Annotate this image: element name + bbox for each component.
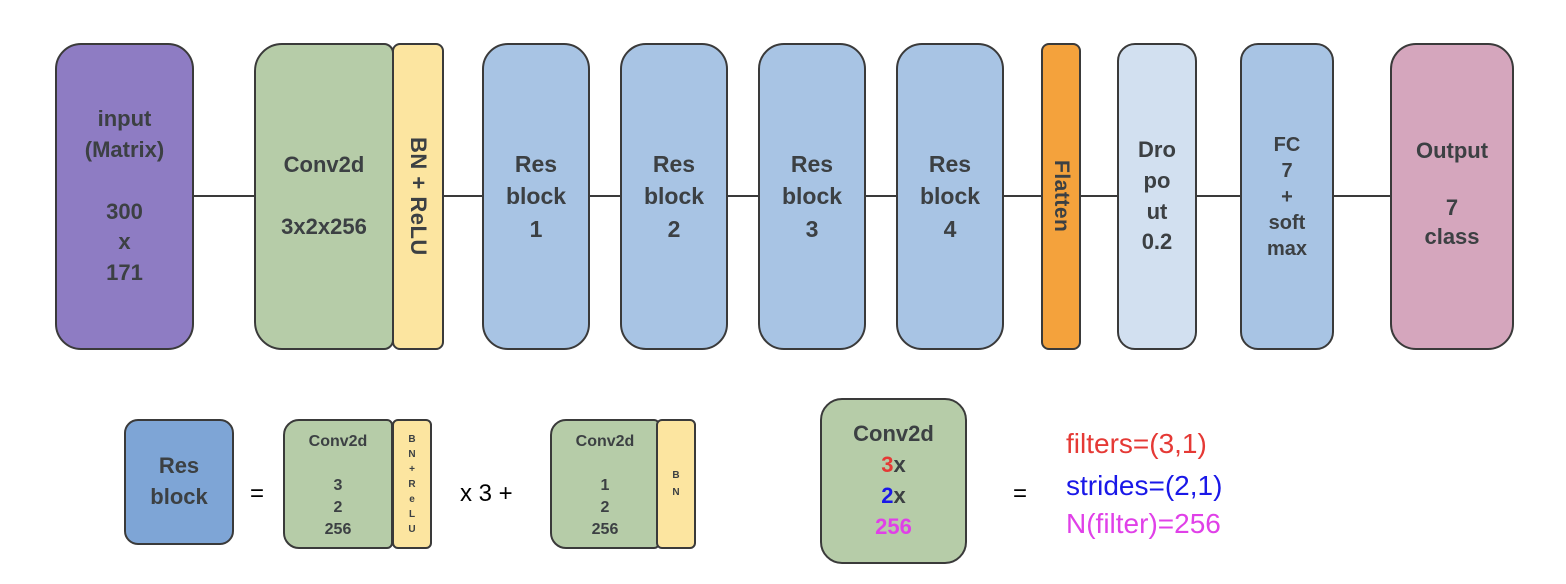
conv2d-legend-node: Conv2d 3x 2x 256	[820, 398, 967, 564]
res-block-4-node: Res block 4	[896, 43, 1004, 350]
res-conv2d-b-title: Conv2d	[575, 433, 635, 450]
res-equals-sign: =	[250, 480, 265, 507]
nfilter-legend-text: N(filter)=256	[1066, 508, 1221, 539]
connector-line	[1196, 195, 1241, 197]
connector-line	[727, 195, 759, 197]
bn-relu-node: BN + ReLU	[392, 43, 444, 350]
fc-node: FC 7 + soft max	[1240, 43, 1334, 350]
filter-size-value: 3	[881, 452, 894, 478]
conv-equals-sign: =	[1013, 480, 1028, 507]
res-conv2d-a-node: Conv2d 3 2 256	[283, 419, 393, 549]
connector-line	[589, 195, 621, 197]
filter-count-value: 256	[875, 513, 912, 539]
res-block-1-label: Res block 1	[505, 151, 567, 242]
res-conv2d-b-dims: 1 2 256	[591, 477, 619, 538]
connector-line	[865, 195, 897, 197]
res-bn-relu-node: B N + R e L U	[392, 419, 432, 549]
dropout-node: Dro po ut 0.2	[1117, 43, 1197, 350]
connector-line	[443, 195, 483, 197]
connector-line	[1003, 195, 1042, 197]
conv2d-legend-title: Conv2d	[853, 421, 934, 447]
res-bn-label: B N	[672, 470, 680, 498]
dropout-label: Dro po ut 0.2	[1138, 136, 1176, 255]
res-block-4-label: Res block 4	[919, 151, 981, 242]
stride-x: x	[893, 483, 906, 508]
res-bn-node: B N	[656, 419, 696, 549]
res-bn-relu-label: B N + R e L U	[408, 433, 416, 535]
res-conv2d-a-dims: 3 2 256	[324, 477, 352, 538]
conv2d-node: Conv2d 3x2x256	[254, 43, 394, 350]
res-block-3-label: Res block 3	[781, 151, 843, 242]
output-node: Output 7 class	[1390, 43, 1514, 350]
flatten-label: Flatten	[1050, 160, 1073, 233]
res-conv2d-b-node: Conv2d 1 2 256	[550, 419, 660, 549]
stride-value: 2	[881, 483, 894, 508]
input-node: input (Matrix) 300 x 171	[55, 43, 194, 350]
res-block-3-node: Res block 3	[758, 43, 866, 350]
res-block-2-label: Res block 2	[643, 151, 705, 242]
flatten-node: Flatten	[1041, 43, 1081, 350]
conv2d-label: Conv2d 3x2x256	[281, 152, 367, 239]
bn-relu-label: BN + ReLU	[406, 137, 431, 256]
res-block-legend-node: Res block	[124, 419, 234, 545]
times-three-label: x 3 +	[460, 480, 513, 507]
connector-line	[1333, 195, 1391, 197]
res-block-1-node: Res block 1	[482, 43, 590, 350]
filter-x: x	[893, 452, 906, 478]
res-block-legend-label: Res block	[150, 453, 208, 509]
res-conv2d-a-title: Conv2d	[308, 433, 368, 450]
input-label: input (Matrix) 300 x 171	[84, 106, 165, 286]
output-label: Output 7 class	[1415, 138, 1489, 249]
connector-line	[193, 195, 255, 197]
res-block-2-node: Res block 2	[620, 43, 728, 350]
fc-label: FC 7 + soft max	[1266, 133, 1308, 260]
strides-legend-text: strides=(2,1)	[1066, 470, 1223, 501]
connector-line	[1080, 195, 1118, 197]
filters-legend-text: filters=(3,1)	[1066, 428, 1207, 459]
